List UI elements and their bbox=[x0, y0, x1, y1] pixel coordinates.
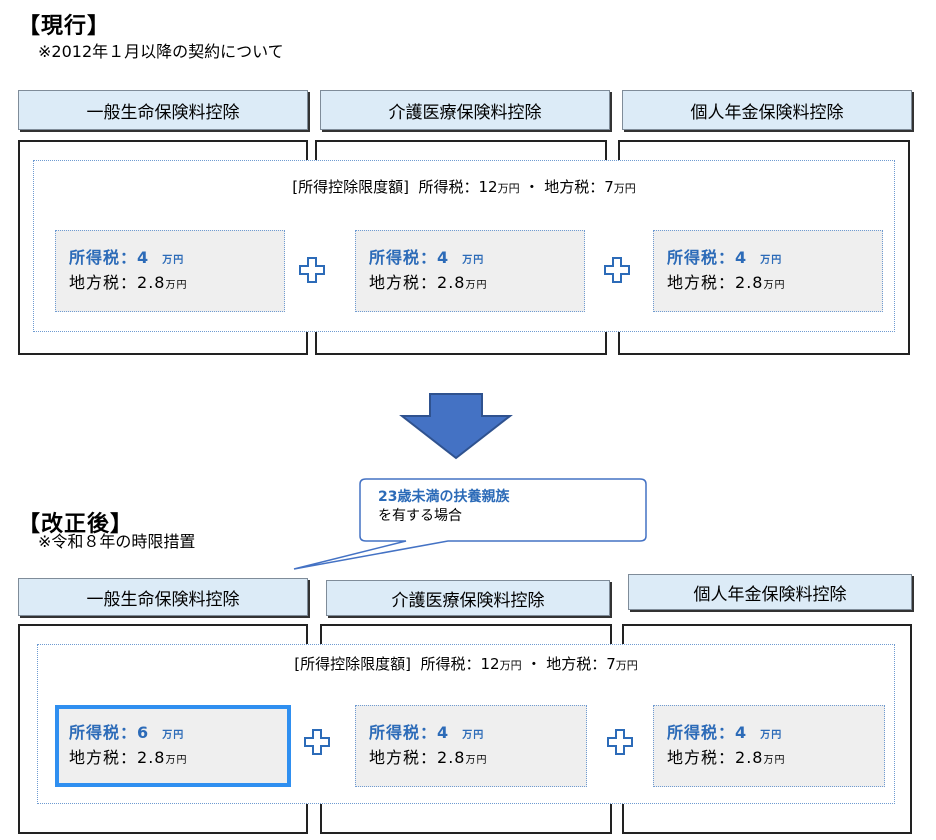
deduction-cell-general-life-revised: 所得税：6 万円 地方税：2.8万円 bbox=[55, 705, 291, 787]
arrow-down-icon bbox=[399, 393, 513, 460]
plus-icon bbox=[607, 729, 633, 755]
deduction-cell-medical-care: 所得税：4 万円 地方税：2.8万円 bbox=[355, 230, 585, 312]
tab-general-life-revised: 一般生命保険料控除 bbox=[18, 578, 308, 616]
deduction-cell-pension-revised: 所得税：4 万円 地方税：2.8万円 bbox=[653, 705, 885, 787]
plus-icon bbox=[604, 257, 630, 283]
tab-pension: 個人年金保険料控除 bbox=[622, 90, 912, 130]
tab-general-life: 一般生命保険料控除 bbox=[18, 90, 308, 130]
deduction-limit-text-revised: [所得控除限度額] 所得税：12万円 ・ 地方税：7万円 bbox=[294, 655, 638, 673]
revised-section-title: 【改正後】 bbox=[18, 512, 134, 537]
callout-text: 23歳未満の扶養親族 を有する場合 bbox=[378, 489, 510, 524]
current-section-title: 【現行】 bbox=[18, 14, 111, 39]
current-section-note: ※2012年１月以降の契約について bbox=[38, 42, 284, 61]
deduction-cell-general-life: 所得税：4 万円 地方税：2.8万円 bbox=[55, 230, 285, 312]
tab-medical-care-revised: 介護医療保険料控除 bbox=[326, 580, 610, 616]
plus-icon bbox=[304, 729, 330, 755]
deduction-limit-text: [所得控除限度額] 所得税：12万円 ・ 地方税：7万円 bbox=[292, 178, 636, 196]
tab-medical-care: 介護医療保険料控除 bbox=[320, 90, 610, 130]
callout-bubble bbox=[293, 478, 647, 570]
plus-icon bbox=[299, 257, 325, 283]
deduction-cell-medical-care-revised: 所得税：4 万円 地方税：2.8万円 bbox=[355, 705, 587, 787]
deduction-cell-pension: 所得税：4 万円 地方税：2.8万円 bbox=[653, 230, 883, 312]
revised-section-note: ※令和８年の時限措置 bbox=[38, 532, 196, 551]
tab-pension-revised: 個人年金保険料控除 bbox=[628, 574, 912, 610]
